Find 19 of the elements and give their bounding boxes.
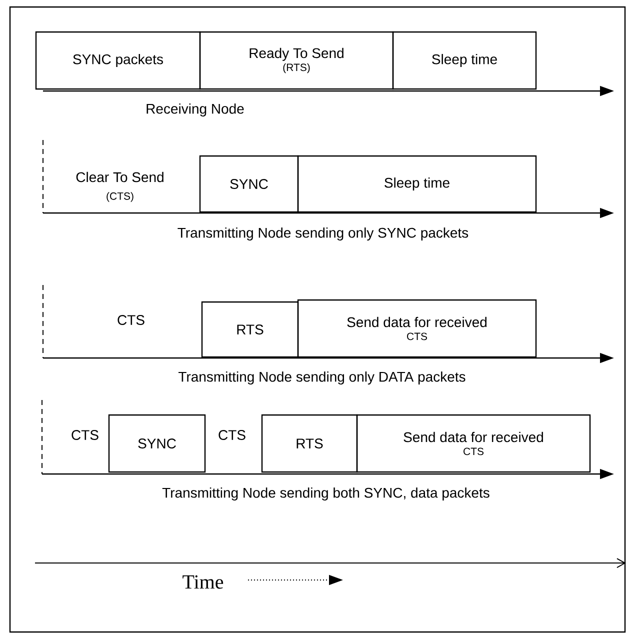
row-label: Transmitting Node sending only DATA packets xyxy=(178,371,466,385)
axis-label: Time xyxy=(182,575,224,589)
time-slot-box: Send data for received CTS xyxy=(356,414,591,473)
time-slot-box: Ready To Send (RTS) xyxy=(199,31,394,90)
message-label: CTS xyxy=(218,430,246,440)
time-slot-box: Sleep time xyxy=(297,155,537,213)
message-label: CTS xyxy=(118,315,144,325)
time-slot-box: SYNC xyxy=(199,155,299,213)
time-slot-box: RTS xyxy=(201,301,299,358)
time-slot-box: Send data for received CTS xyxy=(297,299,537,358)
message-label: Clear To Send xyxy=(76,172,164,182)
time-slot-box: Sleep time xyxy=(392,31,537,90)
row-label: Transmitting Node sending only SYNC packets xyxy=(178,227,468,241)
time-slot-box: SYNC xyxy=(108,414,206,473)
time-slot-box: SYNC packets xyxy=(35,31,201,90)
message-label: (CTS) xyxy=(106,192,134,202)
row-label: Transmitting Node sending both SYNC, data packets xyxy=(162,487,490,501)
time-slot-box: RTS xyxy=(261,414,358,473)
row-label: Receiving Node xyxy=(146,103,244,117)
